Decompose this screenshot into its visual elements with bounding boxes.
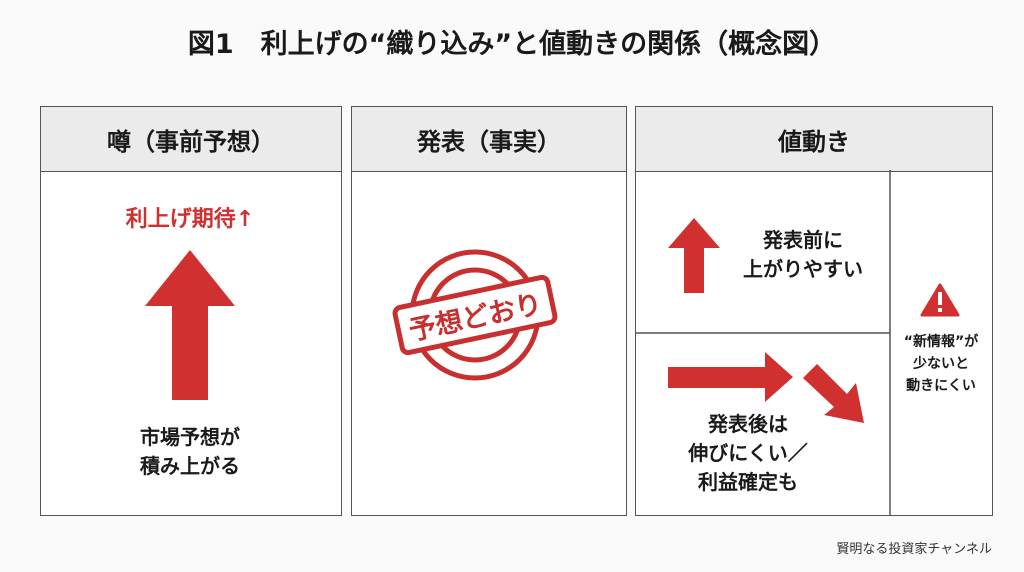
after-announcement-text: 発表後は 伸びにくい／ 利益確定も	[688, 410, 808, 497]
panel-header: 値動き	[636, 107, 992, 172]
text-line: 上がりやすい	[743, 257, 863, 281]
panel-header: 噂（事前予想）	[41, 107, 341, 172]
panel-announcement: 発表（事実）	[351, 106, 627, 516]
caption-line: 積み上がる	[140, 454, 240, 478]
before-announcement-text: 発表前に 上がりやすい	[743, 226, 863, 284]
down-right-arrow-icon	[803, 364, 864, 423]
channel-credit: 賢明なる投資家チャンネル	[836, 542, 992, 557]
rumor-caption: 市場予想が 積み上がる	[140, 423, 240, 481]
text-line: 発表前に	[763, 228, 843, 252]
warning-icon	[920, 283, 960, 317]
text-line: “新情報”が	[903, 334, 979, 350]
rate-hike-expectation-label: 利上げ期待↑	[125, 207, 255, 232]
up-arrow-icon	[668, 218, 720, 293]
text-line: 発表後は	[707, 412, 788, 436]
text-line: 少ないと	[913, 356, 969, 372]
big-up-arrow-icon	[145, 250, 235, 400]
stamp-icon	[392, 249, 558, 381]
figure-title: 図1 利上げの“織り込み”と値動きの関係（概念図）	[187, 29, 837, 60]
caption-line: 市場予想が	[140, 425, 240, 449]
text-line: 伸びにくい／	[688, 441, 808, 465]
right-arrow-icon	[668, 352, 793, 402]
panel-header: 発表（事実）	[352, 107, 626, 172]
side-note: “新情報”が 少ないと 動きにくい	[904, 331, 978, 397]
text-line: 利益確定も	[697, 470, 798, 494]
text-line: 動きにくい	[906, 378, 976, 394]
